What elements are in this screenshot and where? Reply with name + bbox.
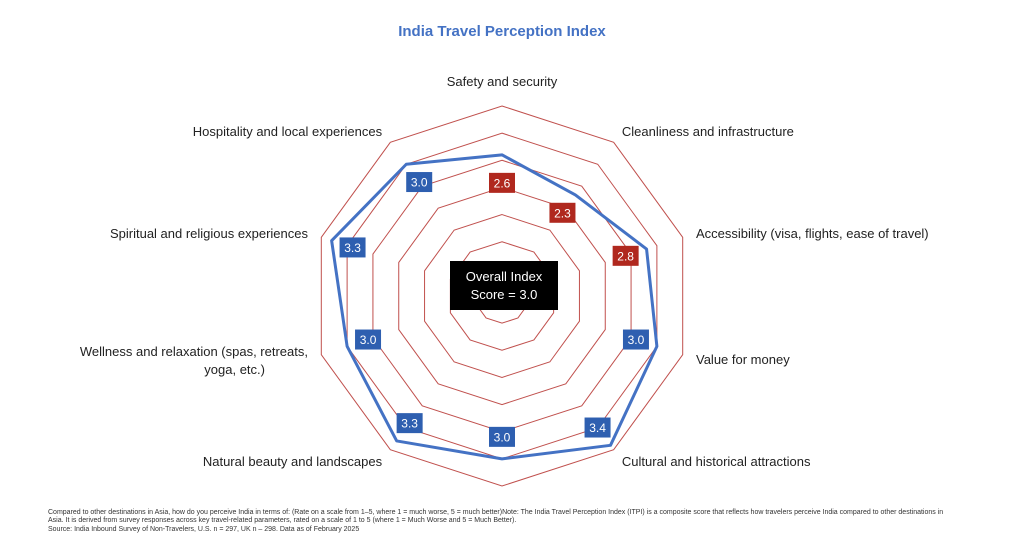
axis-label-4: Value for money [696, 352, 790, 367]
value-label-text: 3.0 [628, 333, 645, 347]
grid-ring-7 [320, 105, 684, 487]
value-label-text: 3.0 [360, 333, 377, 347]
footnote-source: Source: India Inbound Survey of Non-Trav… [48, 525, 360, 533]
value-label-box [339, 237, 366, 258]
axis-label-3: Accessibility (visa, flights, ease of tr… [696, 226, 929, 241]
value-label-box [489, 172, 515, 193]
value-label-text: 3.3 [401, 417, 418, 431]
value-label-6: 3.0 [489, 426, 515, 447]
axis-label-8: Wellness and relaxation (spas, retreats,… [80, 344, 308, 377]
axis-label-9: Spiritual and religious experiences [110, 226, 309, 241]
axis-label-1: Safety and security [447, 74, 558, 89]
value-label-1: 2.6 [489, 172, 515, 193]
grid-ring-3 [424, 214, 580, 378]
grid-ring-4 [398, 186, 606, 406]
value-label-text: 3.3 [344, 241, 361, 255]
overall-index-label: Overall Index [466, 269, 543, 284]
value-label-box [489, 426, 515, 447]
value-label-5: 3.4 [584, 417, 611, 438]
value-label-box [549, 202, 576, 223]
value-label-3: 2.8 [612, 245, 639, 266]
axis-label-5: Cultural and historical attractions [622, 454, 811, 469]
value-label-10: 3.0 [406, 172, 433, 193]
value-labels: 2.6 2.3 2.8 3.0 3.4 3.0 3.3 3.0 3.3 3.0 [339, 172, 649, 447]
value-label-9: 3.3 [339, 237, 366, 258]
axis-label-2: Cleanliness and infrastructure [622, 124, 794, 139]
value-label-box [612, 245, 639, 266]
axis-label-7: Natural beauty and landscapes [203, 454, 383, 469]
value-label-text: 3.0 [494, 430, 511, 444]
axis-label-10: Hospitality and local experiences [193, 124, 383, 139]
value-label-text: 3.4 [589, 421, 606, 435]
series-line [330, 153, 659, 461]
axis-label-6: Food and dining experience [422, 504, 582, 505]
value-label-text: 2.6 [494, 176, 511, 190]
overall-index-score: Score = 3.0 [471, 287, 538, 302]
value-label-2: 2.3 [549, 202, 576, 223]
value-label-7: 3.3 [396, 413, 423, 434]
value-label-box [622, 329, 649, 350]
value-label-text: 2.3 [554, 206, 571, 220]
value-label-box [584, 417, 611, 438]
chart-title: India Travel Perception Index [398, 23, 606, 40]
overall-index-background [450, 261, 558, 310]
footnote-question: Compared to other destinations in Asia, … [48, 509, 944, 525]
value-label-4: 3.0 [622, 329, 649, 350]
value-label-8: 3.0 [355, 329, 382, 350]
radar-chart: India Travel Perception Index Safety and… [80, 23, 929, 505]
value-label-text: 2.8 [617, 249, 634, 263]
value-label-box [406, 172, 433, 193]
overall-index-box: Overall Index Score = 3.0 [450, 261, 558, 310]
value-label-box [396, 413, 423, 434]
radar-series [330, 153, 659, 461]
value-label-text: 3.0 [411, 176, 428, 190]
chart-footnote: Compared to other destinations in Asia, … [48, 509, 948, 534]
value-label-box [355, 329, 382, 350]
